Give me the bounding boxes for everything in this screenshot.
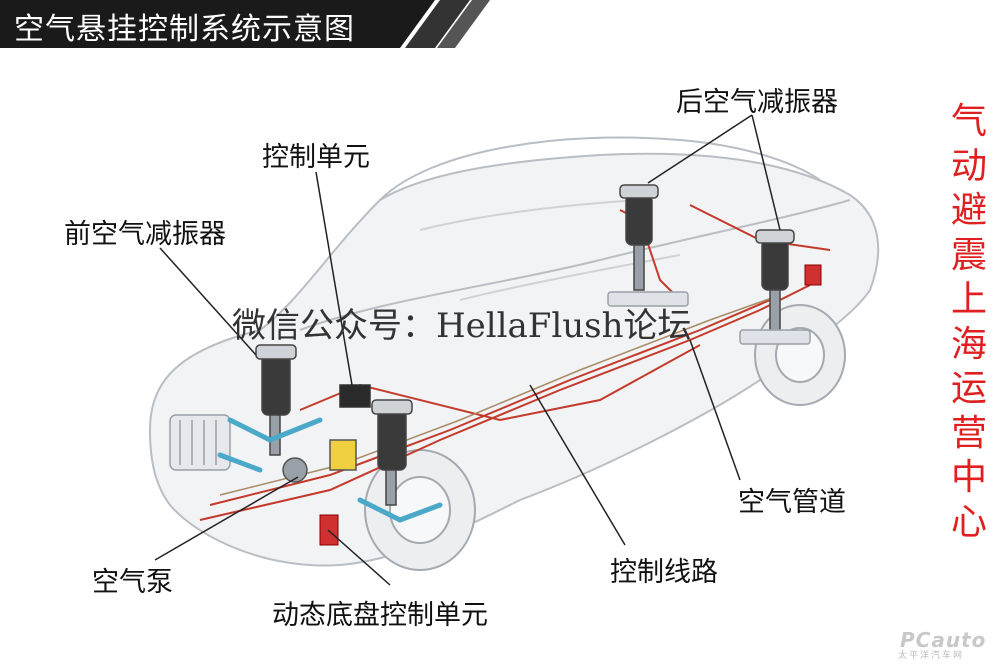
watermark-text: 微信公众号：HellaFlush论坛 <box>232 306 692 346</box>
side-char: 海 <box>950 323 987 365</box>
front-grille <box>169 414 231 471</box>
front-suspension-links <box>217 417 443 523</box>
side-char: 震 <box>950 234 987 276</box>
rear-reservoir <box>804 264 822 286</box>
diagram-title: 空气悬挂控制系统示意图 <box>14 12 355 47</box>
side-char: 运 <box>950 368 987 409</box>
leader-lines <box>154 114 781 586</box>
label-control-unit: 控制单元 <box>262 142 370 173</box>
air-pump-unit <box>282 439 357 483</box>
label-air-pipe: 空气管道 <box>738 487 846 518</box>
label-rear-air-shock: 后空气减振器 <box>676 87 838 118</box>
title-bar <box>0 0 490 48</box>
logo-sub-text: 太平洋汽车网 <box>898 651 965 661</box>
front-air-shock-right <box>371 399 413 506</box>
rear-wheel <box>754 304 846 406</box>
side-char: 中 <box>950 457 987 498</box>
side-char: 上 <box>950 279 987 320</box>
label-air-pump: 空气泵 <box>92 567 173 598</box>
label-dynamic-chassis-unit: 动态底盘控制单元 <box>272 600 488 631</box>
control-unit-box <box>339 384 371 408</box>
side-char: 心 <box>950 501 987 543</box>
label-control-line: 控制线路 <box>610 557 718 588</box>
rear-subframe <box>607 291 811 345</box>
side-char: 动 <box>950 145 987 187</box>
label-front-air-shock: 前空气减振器 <box>64 219 226 250</box>
rear-air-shock-right <box>755 229 795 336</box>
side-vertical-text: 气动避震上海运营中心 <box>946 100 992 545</box>
control-wiring <box>219 294 781 496</box>
side-char: 营 <box>950 412 987 454</box>
side-char: 避 <box>950 190 987 231</box>
rear-air-shock-left <box>619 184 659 291</box>
pcauto-logo: PCauto 太平洋汽车网 <box>890 628 996 664</box>
side-char: 气 <box>950 101 987 142</box>
logo-main-text: PCauto <box>900 628 987 652</box>
